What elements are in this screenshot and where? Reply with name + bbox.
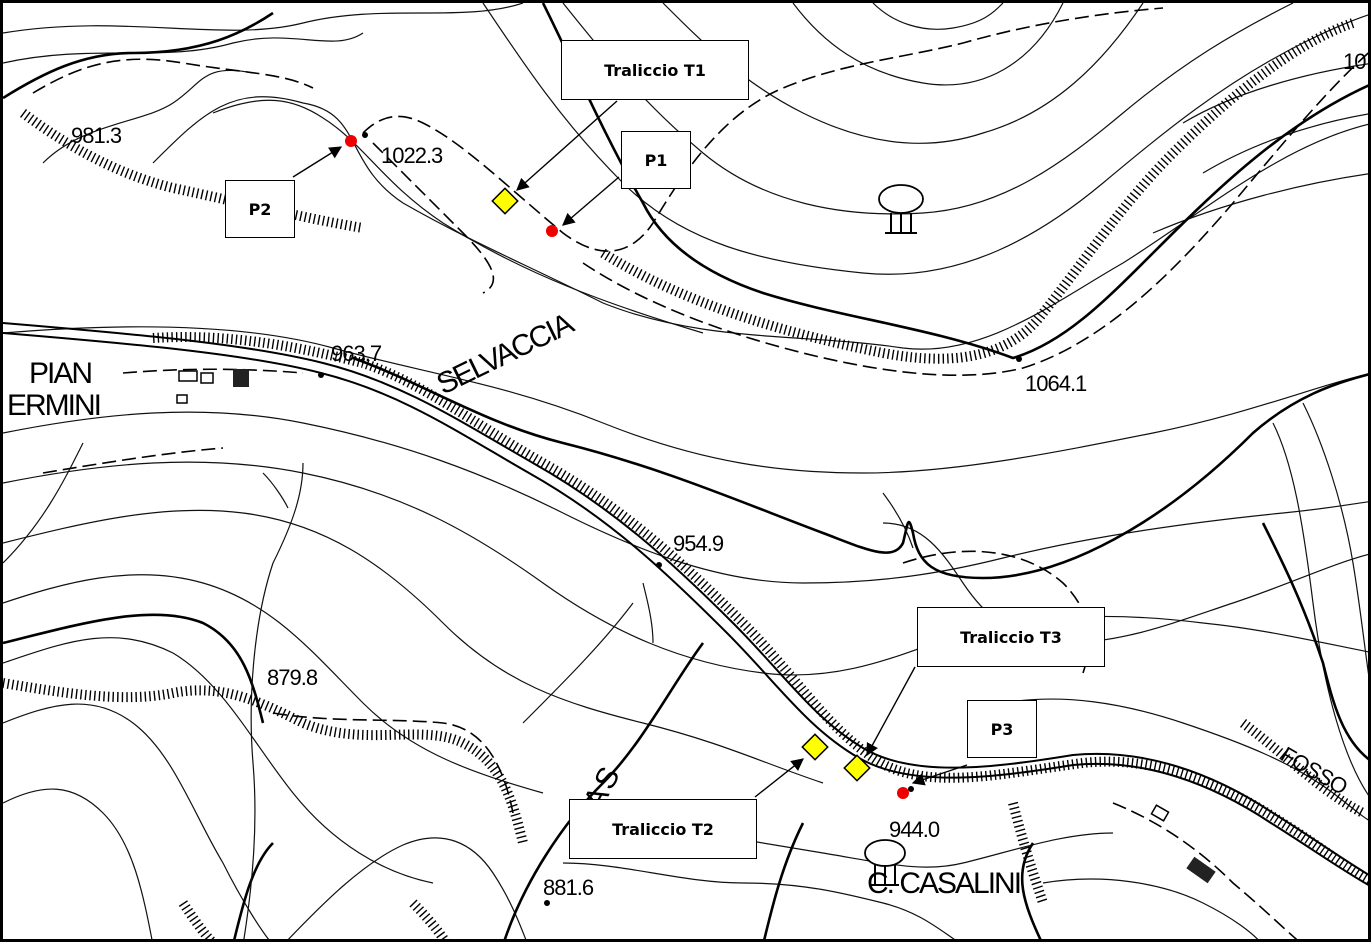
place-name-casalini: C. CASALINI xyxy=(867,867,1020,900)
spot-height-label: 944.0 xyxy=(889,817,940,842)
survey-points xyxy=(345,135,909,799)
spot-height-label: 954.9 xyxy=(673,531,724,556)
pylon-markers xyxy=(491,187,871,782)
water-tank-icon xyxy=(878,184,924,234)
spot-height-label: 881.6 xyxy=(543,875,594,900)
water-tank-icon-casalini xyxy=(864,839,906,886)
point-p3-icon xyxy=(897,787,909,799)
pylon-t1-icon xyxy=(491,187,519,215)
streams xyxy=(3,442,914,939)
buildings xyxy=(176,369,1216,884)
callout-traliccio-t3: Traliccio T3 xyxy=(917,607,1105,667)
tracks xyxy=(32,7,1368,939)
callout-p3: P3 xyxy=(967,700,1037,758)
spot-height-label: 879.8 xyxy=(267,665,318,690)
place-name-selvaccia: SELVACCIA xyxy=(432,307,579,402)
place-name-termini: ERMINI xyxy=(7,389,100,422)
callout-p2: P2 xyxy=(225,180,295,238)
pylon-t2-icon xyxy=(801,733,829,761)
callout-traliccio-t1: Traliccio T1 xyxy=(561,40,749,100)
point-p1-icon xyxy=(546,225,558,237)
place-name-pian: PIAN xyxy=(29,357,91,390)
pylon-t3-icon xyxy=(843,754,871,782)
contour-lines-lower xyxy=(3,326,1368,939)
point-p2-icon xyxy=(345,135,357,147)
spot-height-dots xyxy=(318,132,1022,906)
callout-arrows xyxy=(292,100,968,798)
spot-height-label: 963.7 xyxy=(331,341,382,366)
spot-height-label: 1064.1 xyxy=(1025,371,1087,396)
spot-height-label: 10 xyxy=(1343,49,1366,74)
place-name-fosso: FOSSO xyxy=(1277,742,1353,800)
contour-lines xyxy=(3,3,1368,350)
spot-height-label: 981.3 xyxy=(71,123,122,148)
callout-traliccio-t2: Traliccio T2 xyxy=(569,799,757,859)
callout-p1: P1 xyxy=(621,131,691,189)
slope-hatching xyxy=(3,18,1366,939)
spot-height-label: 1022.3 xyxy=(381,143,443,168)
